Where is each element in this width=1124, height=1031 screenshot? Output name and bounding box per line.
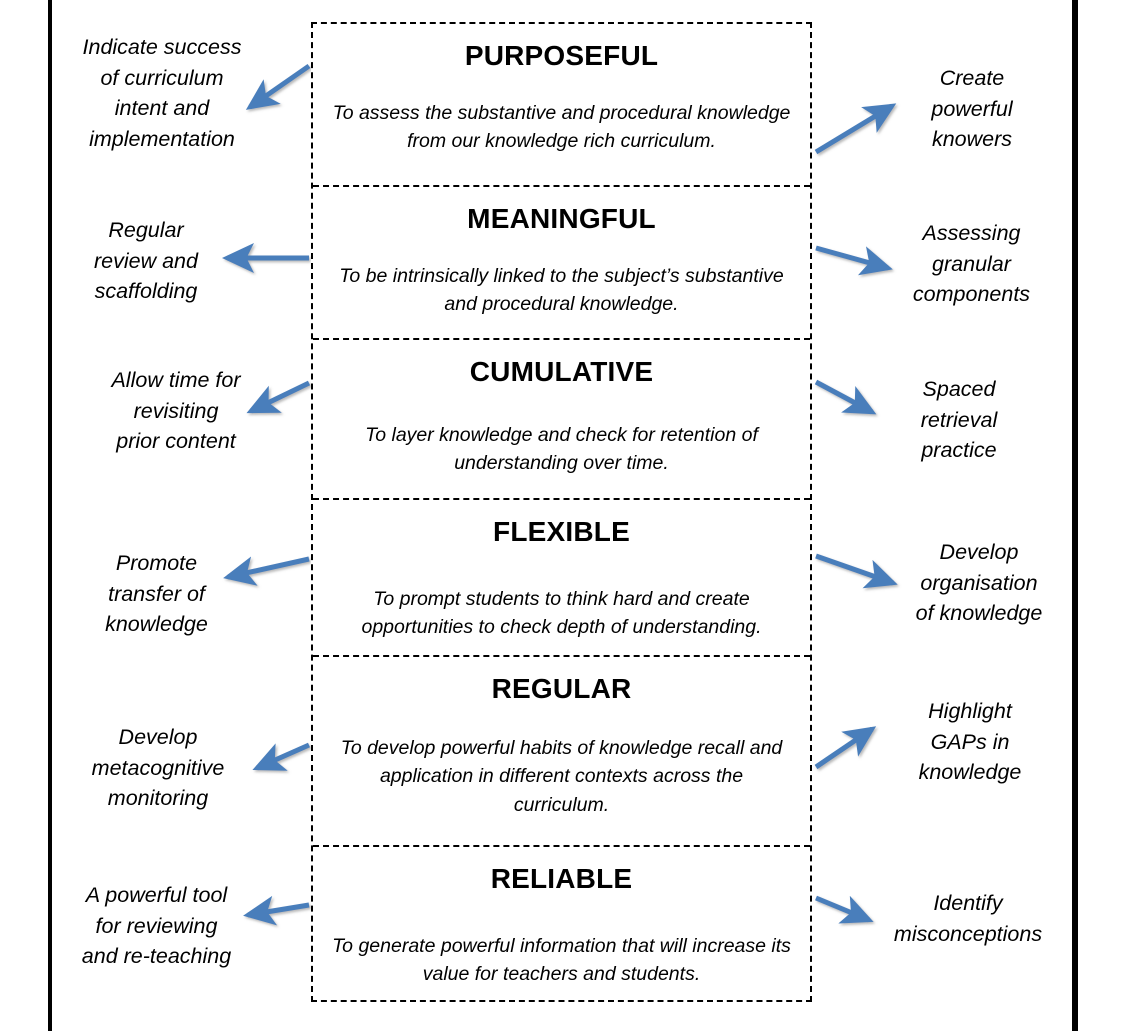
arrow-right-reliable (815, 895, 874, 924)
label-right-cumulative: Spaced retrieval practice (920, 377, 998, 463)
arrow-left-flexible (223, 556, 310, 586)
tenet-description: To generate powerful information that wi… (332, 935, 791, 986)
tenet-description: To prompt students to think hard and cre… (361, 588, 762, 639)
arrow-left-reliable (243, 895, 310, 926)
tenet-description: To be intrinsically linked to the subjec… (339, 265, 784, 316)
arrow-right-meaningful (815, 245, 893, 276)
tenet-cumulative[interactable]: CUMULATIVE To layer knowledge and check … (313, 340, 810, 500)
arrow-right-flexible (815, 553, 898, 589)
arrow-right-cumulative (814, 379, 877, 415)
tenet-reliable[interactable]: RELIABLE To generate powerful informatio… (313, 847, 810, 1000)
label-right-purposeful: Create powerful knowers (931, 66, 1013, 152)
tenet-title: RELIABLE (490, 863, 633, 894)
tenet-description: To develop powerful habits of knowledge … (340, 737, 783, 816)
arrow-right-regular (814, 726, 877, 770)
arrow-left-purposeful (245, 63, 311, 110)
label-right-meaningful: Assessing granular components (912, 221, 1031, 307)
tenet-purposeful[interactable]: PURPOSEFUL To assess the substantive and… (313, 24, 810, 187)
tenet-flexible[interactable]: FLEXIBLE To prompt students to think har… (313, 500, 810, 657)
frame-right-border (1072, 0, 1078, 1031)
arrow-left-regular (252, 742, 311, 771)
tenet-description: To layer knowledge and check for retenti… (365, 424, 758, 475)
label-left-reliable: A powerful tool for reviewing and re-tea… (81, 883, 232, 969)
frame-left-border (48, 0, 52, 1031)
tenet-title: CUMULATIVE (469, 356, 654, 387)
tenet-description: To assess the substantive and procedural… (332, 102, 791, 153)
label-right-flexible: Develop organisation of knowledge (915, 540, 1043, 626)
tenet-title: PURPOSEFUL (464, 40, 659, 71)
tenet-stack: PURPOSEFUL To assess the substantive and… (311, 22, 812, 1002)
label-left-flexible: Promote transfer of knowledge (105, 551, 208, 637)
arrow-right-purposeful (814, 103, 897, 155)
label-left-purposeful: Indicate success of curriculum intent an… (82, 35, 242, 151)
tenet-meaningful[interactable]: MEANINGFUL To be intrinsically linked to… (313, 187, 810, 340)
label-right-reliable: Identify misconceptions (893, 891, 1043, 946)
arrow-left-cumulative (246, 380, 311, 414)
label-right-regular: Highlight GAPs in knowledge (918, 699, 1022, 785)
tenet-title: REGULAR (491, 673, 632, 704)
tenet-title: FLEXIBLE (493, 516, 630, 547)
tenet-regular[interactable]: REGULAR To develop powerful habits of kn… (313, 657, 810, 847)
tenet-title: MEANINGFUL (467, 203, 656, 234)
label-left-cumulative: Allow time for revisiting prior content (111, 368, 241, 454)
label-left-regular: Develop metacognitive monitoring (91, 725, 225, 811)
label-left-meaningful: Regular review and scaffolding (94, 218, 198, 304)
